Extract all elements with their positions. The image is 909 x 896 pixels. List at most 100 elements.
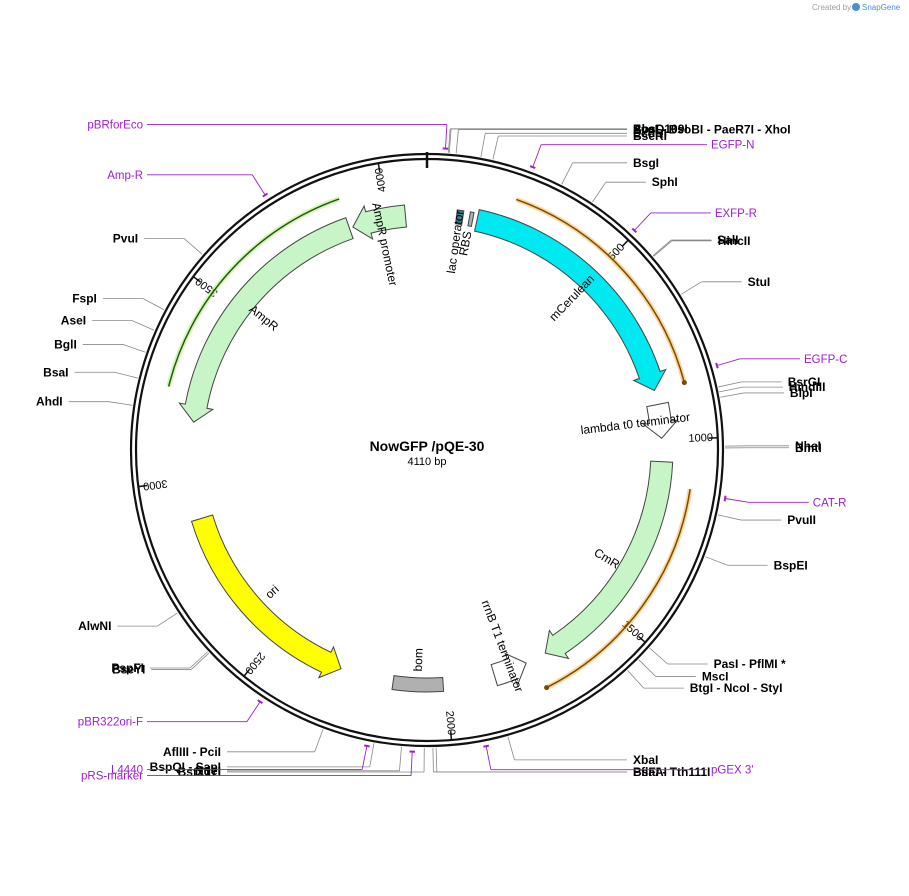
primer-label[interactable]: CAT-R	[813, 497, 847, 509]
primer-mark	[631, 227, 638, 234]
site-msci[interactable]: MscI	[638, 659, 729, 684]
primer-mark	[364, 744, 370, 748]
site-leader	[108, 401, 133, 406]
site-alwni[interactable]: AlwNI	[78, 612, 178, 633]
site-name[interactable]: PspFI	[111, 661, 144, 675]
site-name[interactable]: MscI	[702, 670, 729, 684]
site-pvui[interactable]: PvuI	[113, 232, 203, 255]
site-name[interactable]: AflIII - PciI	[163, 745, 221, 759]
site-name[interactable]: AlwNI	[78, 619, 111, 633]
site-bspei[interactable]: BspEI	[705, 556, 808, 573]
primer-label[interactable]: pBRforEco	[87, 120, 143, 132]
primer-cat-r[interactable]: CAT-R	[723, 495, 847, 510]
site-ecori[interactable]: EcoRI	[480, 126, 667, 157]
site-avai[interactable]: AvaI - BsoBI - PaeR7I - XhoI	[455, 123, 791, 154]
primer-pbr322ori-f[interactable]: pBR322ori-F	[78, 699, 263, 729]
site-name[interactable]: BtgI - NcoI - StyI	[690, 681, 783, 695]
site-pspfi[interactable]: PspFI	[111, 651, 208, 675]
site-xbai[interactable]: XbaI	[507, 736, 658, 767]
site-bsrgi[interactable]: BsrGI	[718, 375, 820, 389]
feature-rrnb-t1-terminator	[490, 652, 527, 687]
site-stui[interactable]: StuI	[680, 275, 771, 295]
primer-pbrforeco[interactable]: pBRforEco	[87, 120, 449, 150]
site-fspi[interactable]: FspI	[72, 291, 165, 311]
site-name[interactable]: HincII	[718, 234, 751, 248]
site-bsai[interactable]: BsaI	[43, 365, 138, 379]
site-afliii[interactable]: AflIII - PciI	[163, 729, 324, 759]
site-name[interactable]: BspQI - SapI	[150, 760, 221, 774]
primer-label[interactable]: Amp-R	[107, 170, 143, 182]
site-name[interactable]: BspEI	[774, 558, 808, 572]
site-name[interactable]: PasI - PflMI *	[714, 657, 786, 671]
site-name[interactable]: BsrGI	[788, 375, 821, 389]
site-bseri[interactable]: BseRI	[492, 129, 667, 160]
site-name[interactable]: AvaI - BsoBI - PaeR7I - XhoI	[633, 123, 791, 137]
site-name[interactable]: NdeI	[195, 764, 221, 778]
site-name[interactable]: SalI	[717, 233, 738, 247]
primer-egfp-n[interactable]: EGFP-N	[529, 140, 754, 170]
site-name[interactable]: BsaI	[43, 365, 68, 379]
primer-label[interactable]: EGFP-N	[711, 140, 754, 152]
site-pflfi[interactable]: PflFI - Tth111I	[435, 747, 710, 779]
site-name[interactable]: XbaI	[633, 753, 658, 767]
site-bseyi[interactable]: BseYI	[112, 652, 210, 676]
site-name[interactable]: BsgI	[633, 156, 659, 170]
site-name[interactable]: BglI	[54, 337, 77, 351]
site-sali[interactable]: SalI	[652, 233, 739, 257]
site-bbsi[interactable]: BbsI	[448, 122, 659, 153]
site-name[interactable]: EcoO109I	[633, 122, 688, 136]
site-name[interactable]: PvuII	[787, 513, 816, 527]
primer-prs-marker[interactable]: pRS-marker	[81, 750, 416, 783]
site-name[interactable]: BbsI	[633, 122, 659, 136]
primer-exfp-r[interactable]: EXFP-R	[631, 208, 757, 234]
site-pvuii[interactable]: PvuII	[717, 513, 816, 527]
site-ahdi[interactable]: AhdI	[36, 395, 133, 409]
site-name[interactable]: BseRI	[633, 129, 667, 143]
primer-label[interactable]: EXFP-R	[715, 208, 757, 220]
site-name[interactable]: SphI	[652, 175, 678, 189]
site-name[interactable]: BseYI	[112, 662, 145, 676]
primer-label[interactable]: pGEX 3'	[711, 765, 753, 777]
site-name[interactable]: HindIII	[789, 380, 826, 394]
site-blpi[interactable]: BlpI	[720, 386, 813, 400]
site-name[interactable]: PvuI	[113, 232, 138, 246]
scale-tick	[621, 239, 629, 247]
site-name[interactable]: BmtI	[795, 441, 822, 455]
primer-label[interactable]: L4440	[111, 764, 143, 776]
primer-l4440[interactable]: L4440	[111, 744, 370, 776]
primer-amp-r[interactable]: Amp-R	[107, 170, 269, 198]
site-bmti[interactable]: BmtI	[724, 441, 822, 455]
site-bspqi[interactable]: BspQI - SapI	[150, 743, 375, 774]
site-name[interactable]: NheI	[795, 439, 821, 453]
site-bsaai[interactable]: BsaAI	[432, 747, 667, 779]
primer-leader	[725, 498, 749, 503]
site-name[interactable]: PflFI - Tth111I	[633, 765, 710, 779]
site-name[interactable]: BsaAI	[633, 765, 667, 779]
primer-label[interactable]: EGFP-C	[804, 354, 847, 366]
primer-egfp-c[interactable]: EGFP-C	[715, 354, 847, 369]
site-leader	[399, 746, 402, 771]
site-bgli[interactable]: BglI	[54, 337, 146, 353]
site-btgi[interactable]: BtgI - NcoI - StyI	[627, 670, 783, 695]
site-hincii[interactable]: HincII	[653, 234, 751, 257]
plasmid-name: NowGFP /pQE-30	[370, 438, 485, 454]
site-name[interactable]: FspI	[72, 291, 97, 305]
site-asei[interactable]: AseI	[61, 314, 155, 331]
primer-label[interactable]: pBR322ori-F	[78, 717, 143, 729]
site-name[interactable]: BlpI	[790, 386, 813, 400]
primer-label[interactable]: pRS-marker	[81, 771, 143, 783]
primer-pgex-3-[interactable]: pGEX 3'	[483, 744, 753, 777]
site-bsgi[interactable]: BsgI	[561, 156, 659, 185]
site-sphi[interactable]: SphI	[592, 175, 678, 203]
site-name[interactable]: StuI	[748, 275, 771, 289]
feature-mcerulean	[473, 209, 667, 392]
site-name[interactable]: AhdI	[36, 395, 63, 409]
site-name[interactable]: AseI	[61, 314, 86, 328]
site-pasi[interactable]: PasI - PflMI *	[649, 647, 786, 671]
site-hindiii[interactable]: HindIII	[719, 380, 825, 394]
site-name[interactable]: EcoRI	[633, 126, 667, 140]
site-nhei[interactable]: NheI	[724, 439, 821, 453]
site-ndei[interactable]: NdeI	[195, 746, 402, 778]
